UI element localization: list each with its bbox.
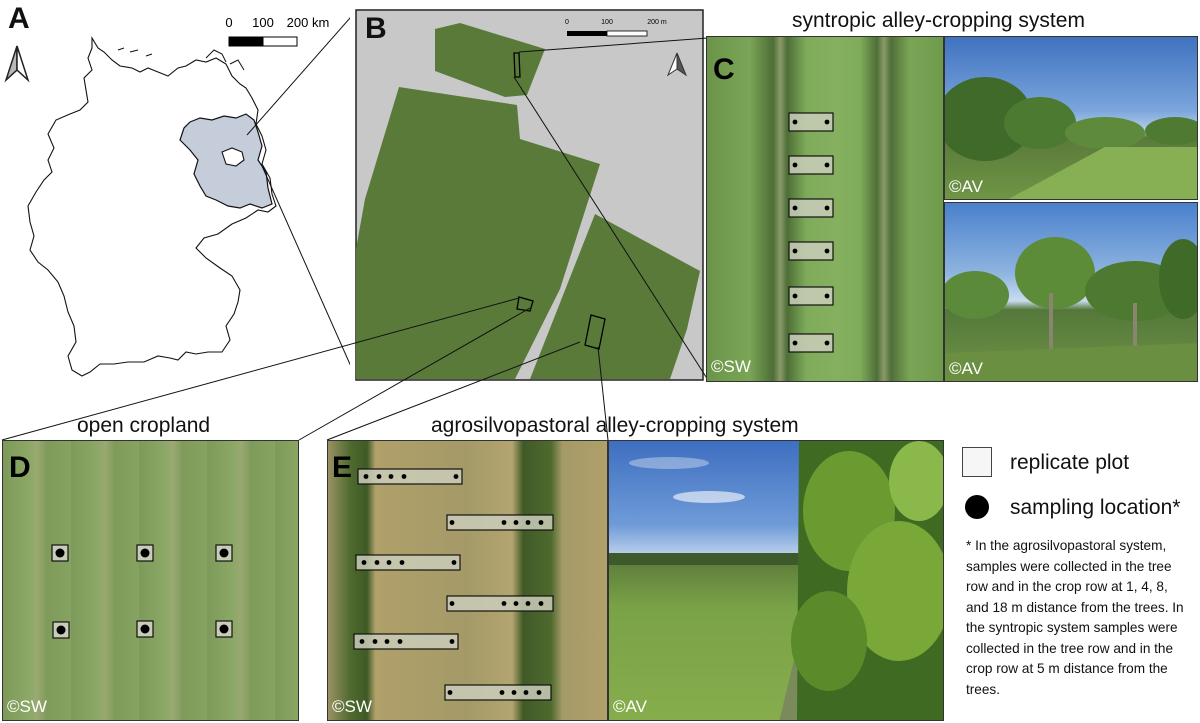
panel-a-scalebar [228,36,298,47]
replicate-plot-icon [357,468,463,485]
panel-b-letter: B [365,12,387,45]
island-shape [229,59,245,71]
panel-d-aerial-photo: D ©SW [2,440,299,721]
panel-c-photo-top: ©AV [944,36,1198,200]
sampling-location-icon [965,495,989,519]
scalebar-a-label-2: 200 km [287,15,330,30]
replicate-plot-icon [136,620,154,638]
panel-c-letter: C [713,53,735,86]
legend-sampling-location: sampling location* [1010,496,1181,519]
replicate-plot-icon [51,544,69,562]
replicate-plot-icon [444,684,552,701]
copyright-label: ©SW [332,697,372,716]
replicate-plot-icon [355,554,461,571]
scalebar-b [567,31,607,36]
legend-replicate-plot: replicate plot [1010,451,1130,474]
replicate-plot-icon [215,544,233,562]
panel-e-photo: ©AV [608,440,944,721]
north-arrow-icon [666,52,688,77]
panel-d-heading: open cropland [77,414,211,437]
replicate-plot-icon [788,198,834,218]
panel-c-photo-bottom: ©AV [944,202,1198,382]
scalebar-a-label-0: 0 [225,15,232,30]
footnote-text: * In the agrosilvopastoral system, sampl… [966,538,1184,697]
panel-e-aerial-photo: E ©SW [327,440,608,721]
scalebar-a-label-1: 100 [252,15,274,30]
replicate-plot-icon [136,544,154,562]
replicate-plot-icon [788,286,834,306]
replicate-plot-icon [788,155,834,175]
panel-d-letter: D [9,451,31,484]
replicate-plot-icon [788,112,834,132]
panel-b-map: 0 100 200 m [355,9,704,381]
copyright-label: ©SW [7,697,47,716]
scalebar-b-label-0: 0 [565,19,569,26]
copyright-label: ©AV [613,697,647,716]
replicate-plot-icon [962,447,992,477]
berlin-region [221,147,245,167]
island-shape [205,49,227,63]
scalebar-b-label-1: 100 [601,19,613,26]
copyright-label: ©SW [711,357,751,376]
replicate-plot-icon [52,621,70,639]
replicate-plot-icon [788,241,834,261]
panel-e-heading: agrosilvopastoral alley-cropping system [431,414,799,437]
copyright-label: ©AV [949,359,983,378]
island-shape [117,47,153,57]
panel-c-heading: syntropic alley-cropping system [792,9,1085,32]
replicate-plot-icon [788,333,834,353]
copyright-label: ©AV [949,177,983,196]
north-arrow-icon [4,45,30,83]
scalebar-b [606,30,648,37]
replicate-plot-icon [215,620,233,638]
scalebar-b-label-2: 200 m [647,19,667,26]
panel-e-letter: E [332,451,353,484]
panel-a-letter: A [8,2,30,35]
panel-a-map: 0 100 200 km [4,15,350,377]
panel-c-aerial-photo: C ©SW [706,36,944,382]
replicate-plot-icon [446,595,554,612]
replicate-plot-icon [353,633,459,650]
replicate-plot-icon [446,514,554,531]
